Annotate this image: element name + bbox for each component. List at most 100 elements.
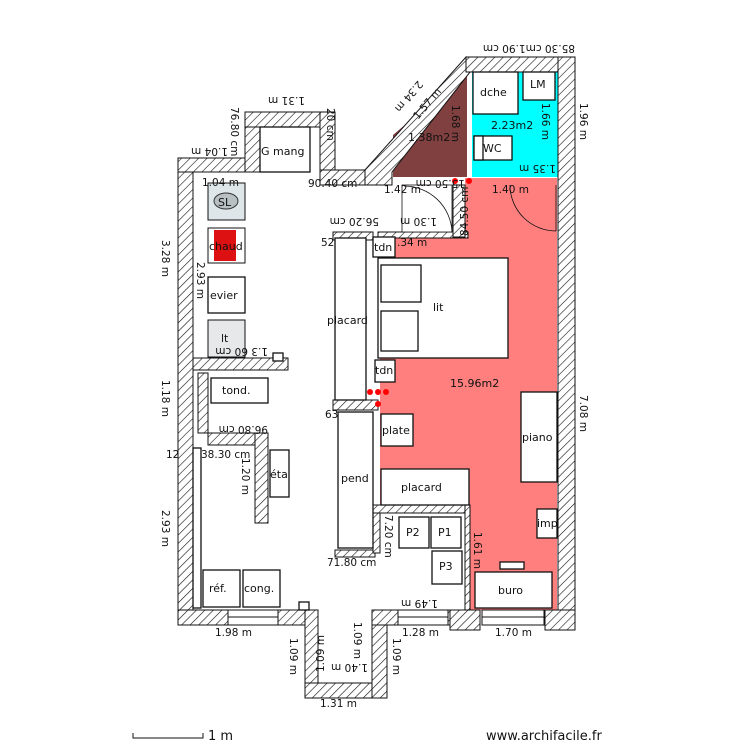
dimension: .34 m [397, 237, 427, 249]
dimension: 52 [321, 237, 334, 249]
buro-chair [499, 561, 525, 570]
label-evier: evier [210, 289, 238, 302]
label-placard-h: placard [401, 481, 442, 494]
dimension: 2.93 m [159, 510, 171, 547]
label-p1: P1 [438, 526, 452, 539]
label-lm: LM [530, 78, 546, 91]
dimension: 1.96 m [577, 103, 589, 140]
dimension: 38.30 cm [201, 449, 250, 461]
ref-fridge[interactable] [202, 569, 241, 608]
dimension: 56.20 cm [330, 215, 379, 227]
placard-vertical[interactable] [334, 237, 367, 401]
label-dche: dche [480, 86, 507, 99]
p2-box[interactable] [398, 516, 430, 549]
small-box [272, 352, 284, 362]
eta-shelf[interactable] [269, 449, 290, 498]
furniture-labels: SL chaud evier lt tond. éta réf. cong. G… [209, 78, 558, 597]
furniture [192, 71, 558, 611]
dimension: 1.40 m [492, 184, 529, 196]
bathroom-area-label: 2.23m2 [491, 119, 533, 132]
plate-item[interactable] [380, 413, 414, 447]
dimension: 71.80 cm [327, 557, 376, 569]
dimension: 12 [166, 449, 179, 461]
bedroom-area-label: 15.96m2 [450, 377, 499, 390]
dimension: 1.09 m [390, 638, 402, 675]
tdn-nightstand-top[interactable] [372, 236, 396, 258]
scale-label: 1 m [208, 729, 233, 744]
label-sl: SL [218, 196, 232, 209]
evier-appliance[interactable] [207, 276, 246, 314]
label-piano: piano [522, 431, 553, 444]
label-p2: P2 [406, 526, 420, 539]
dimension: 1.04 m [191, 145, 228, 157]
dimension-labels: 85.30 cm1.90 cm 2.34 m 1.57 m 1.68 m 1.6… [159, 42, 589, 710]
lt-appliance[interactable] [207, 319, 246, 358]
dimension: 1.28 m [402, 627, 439, 639]
tdn-nightstand-bottom[interactable] [374, 359, 396, 383]
chaud-heater-icon [214, 230, 236, 261]
sink-basin-icon [213, 192, 239, 210]
p3-box[interactable] [431, 550, 463, 585]
label-ref: réf. [209, 582, 227, 595]
dimension: 1.49 m [401, 597, 438, 609]
g-mang-cabinet[interactable] [259, 126, 311, 173]
dimension: 20 cm [324, 108, 336, 141]
scale-bar: 1 m [132, 729, 233, 744]
label-lt: lt [221, 332, 229, 345]
dimension: 1.09 m [287, 638, 299, 675]
dimension: 3.28 m [159, 240, 171, 277]
dimension: 1.40 m [331, 661, 368, 673]
label-plate: plate [382, 424, 410, 437]
label-tdn-2: tdn [375, 364, 393, 377]
watermark: www.archifacile.fr [486, 729, 602, 744]
label-pend: pend [341, 472, 369, 485]
label-tond: tond. [222, 384, 251, 397]
label-lit: lit [433, 301, 444, 314]
dimension: 63 [325, 409, 338, 421]
buro-desk[interactable] [474, 571, 553, 609]
label-wc: WC [483, 142, 502, 155]
dimension: 7.08 m [577, 395, 589, 432]
lm-washer[interactable] [522, 71, 556, 101]
dimension: 2.93 m [194, 262, 206, 299]
door-swings [401, 184, 557, 233]
pillow [380, 264, 422, 303]
label-cong: cong. [244, 582, 274, 595]
dimension: 1.04 m [202, 177, 239, 189]
windows [227, 609, 545, 626]
dimension: 76.80 cm [228, 107, 240, 156]
label-p3: P3 [439, 560, 453, 573]
dimension: 1.68 m [449, 105, 461, 142]
dimension: 1.31 m [268, 94, 305, 106]
cong-freezer[interactable] [242, 569, 281, 608]
dimension: 1.35 m [519, 162, 556, 174]
piano[interactable] [520, 391, 558, 483]
label-tdn-1: tdn [374, 241, 392, 254]
dche-shower[interactable] [472, 71, 519, 115]
dimension: 1.30 m [400, 215, 437, 227]
dimension: 15.50 cm [416, 177, 465, 189]
dimension: 1.3 60 cm [215, 345, 268, 357]
markers [367, 178, 472, 407]
dimension: 1.31 m [320, 698, 357, 710]
label-eta: éta [270, 468, 288, 481]
dimension: 1.20 m [239, 458, 251, 495]
tond-item[interactable] [210, 377, 269, 404]
pillow [380, 310, 419, 352]
label-g-mang: G mang [261, 145, 304, 158]
dimension: 1.98 m [215, 627, 252, 639]
label-chaud: chaud [209, 240, 243, 253]
dimension: 1.61 m [471, 532, 483, 569]
dimension: 1.66 m [539, 103, 551, 140]
placard-horizontal[interactable] [380, 468, 470, 506]
dimension: 1.70 m [495, 627, 532, 639]
p1-box[interactable] [430, 516, 462, 549]
label-buro: buro [498, 584, 523, 597]
label-imp: imp [537, 517, 558, 530]
dimension: 1.09 m [351, 622, 363, 659]
dimension: 1.09 m [315, 635, 327, 672]
pend-wardrobe[interactable] [337, 411, 374, 549]
counter [192, 447, 202, 609]
imp-printer[interactable] [536, 508, 558, 539]
